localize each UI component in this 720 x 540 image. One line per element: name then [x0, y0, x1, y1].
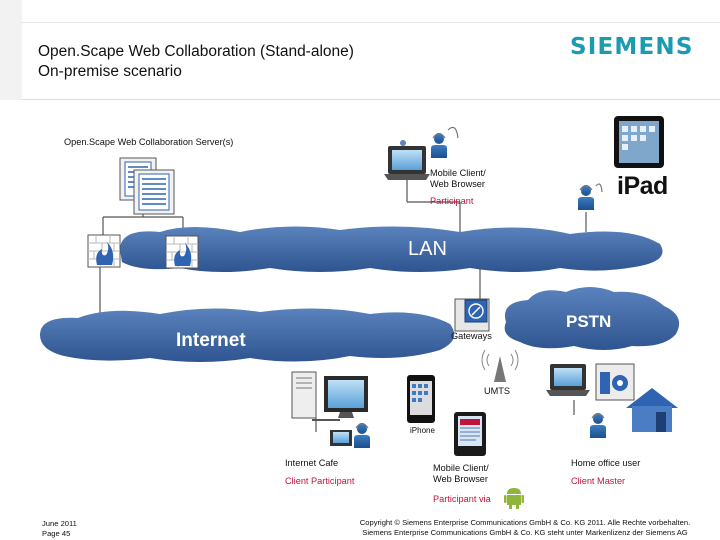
mobile-client-line-2: Web Browser	[430, 179, 485, 189]
mobile-client-line-1: Mobile Client/	[430, 168, 486, 178]
pc-icon	[291, 371, 368, 421]
phone-icon	[595, 363, 635, 401]
server-icon	[119, 157, 175, 215]
pstn-cloud	[504, 287, 680, 350]
footer-copyright: Copyright © Siemens Enterprise Communica…	[340, 518, 710, 538]
mobile-client-bottom-line-1: Mobile Client/	[433, 463, 489, 473]
footer-page: Page 45	[42, 529, 71, 538]
internet-cloud	[40, 308, 455, 362]
mobile-client-bottom-line-2: Web Browser	[433, 474, 488, 484]
antenna-icon	[481, 349, 519, 382]
lan-label: LAN	[408, 238, 447, 260]
header-band	[22, 22, 720, 99]
footer-date: June 2011	[42, 519, 77, 528]
home-office-label: Home office user	[571, 458, 641, 468]
ipad-user-icon	[577, 183, 603, 211]
left-bar	[0, 0, 22, 100]
copyright-line-1: Copyright © Siemens Enterprise Communica…	[359, 518, 691, 527]
title-line-1: Open.Scape Web Collaboration (Stand-alon…	[38, 43, 354, 60]
internet-label: Internet	[176, 330, 246, 351]
firewall-icon	[87, 234, 121, 268]
lan-cloud	[120, 226, 663, 272]
server-label: Open.Scape Web Collaboration Server(s)	[64, 137, 234, 147]
mobile-client-label-top: Mobile Client/ Web Browser	[430, 168, 486, 190]
firewall-icon	[165, 235, 199, 269]
house-icon	[626, 388, 678, 432]
tablet-icon	[614, 116, 664, 168]
participant-label: Participant	[430, 196, 474, 206]
small-person-icon	[400, 140, 406, 146]
home-user-icon	[589, 412, 607, 439]
participant-via-label: Participant via	[433, 494, 491, 504]
gateway-icon	[454, 298, 490, 332]
laptop-icon	[546, 364, 590, 396]
siemens-logo: SIEMENS	[570, 34, 694, 60]
internet-cafe-label: Internet Cafe	[285, 458, 339, 468]
umts-label: UMTS	[484, 386, 511, 396]
gateways-label: Gateways	[451, 331, 492, 341]
mobile-client-label-bottom: Mobile Client/ Web Browser	[433, 463, 489, 485]
cafe-user-icon	[330, 422, 371, 449]
iphone-label: iPhone	[410, 426, 435, 435]
android-icon	[504, 488, 524, 509]
title-line-2: On-premise scenario	[38, 63, 182, 80]
copyright-line-2: Siemens Enterprise Communications GmbH &…	[362, 528, 688, 537]
client-participant-label: Client Participant	[285, 476, 355, 486]
top-bar	[0, 0, 720, 22]
headset-user-icon	[430, 126, 459, 159]
phone-icon	[407, 375, 435, 423]
client-master-label: Client Master	[571, 476, 626, 486]
phone-icon	[454, 412, 486, 456]
slide-title: Open.Scape Web Collaboration (Stand-alon…	[38, 42, 354, 82]
ipad-label: iPad	[617, 172, 668, 200]
pstn-label: PSTN	[566, 312, 612, 331]
laptop-icon	[384, 146, 430, 180]
footer-date-block: June 2011 Page 45	[42, 519, 77, 539]
